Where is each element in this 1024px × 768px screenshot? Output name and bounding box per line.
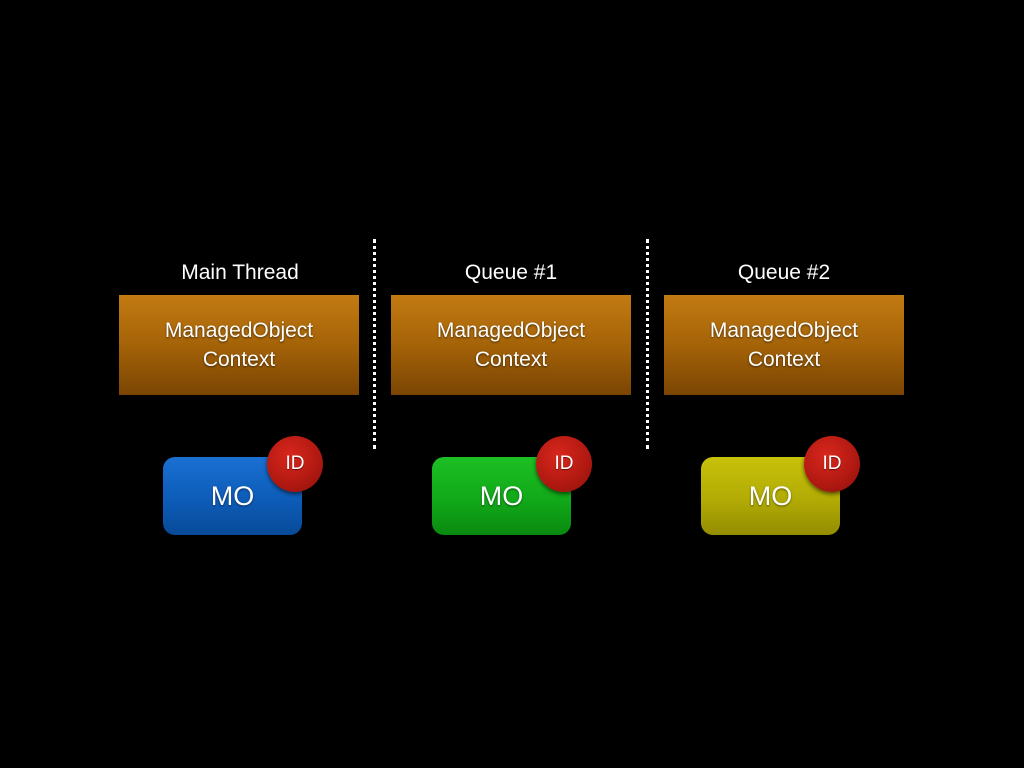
context-label-line2: Context [474,348,548,371]
id-badge-label: ID [554,453,574,474]
context-label-line2: Context [202,348,276,371]
context-box-main-thread: ManagedObject Context [119,295,359,395]
thread-divider-2 [646,239,649,449]
context-label-line1: ManagedObject [436,319,586,342]
id-badge-queue-1: ID [536,436,592,492]
id-badge-main-thread: ID [267,436,323,492]
context-label-line1: ManagedObject [164,319,314,342]
context-box-queue-1: ManagedObject Context [391,295,631,395]
managed-object-label: MO [210,480,255,511]
column-label-queue-1: Queue #1 [464,261,558,284]
id-badge-queue-2: ID [804,436,860,492]
column-label-queue-2: Queue #2 [737,261,831,284]
thread-divider-1 [373,239,376,449]
managed-object-label: MO [748,480,793,511]
context-label-line1: ManagedObject [709,319,859,342]
id-badge-label: ID [285,453,305,474]
managed-object-label: MO [479,480,524,511]
context-box-queue-2: ManagedObject Context [664,295,904,395]
id-badge-label: ID [822,453,842,474]
managed-object-queue-2: MO [701,457,840,535]
column-label-main-thread: Main Thread [181,261,299,284]
context-label-line2: Context [747,348,821,371]
